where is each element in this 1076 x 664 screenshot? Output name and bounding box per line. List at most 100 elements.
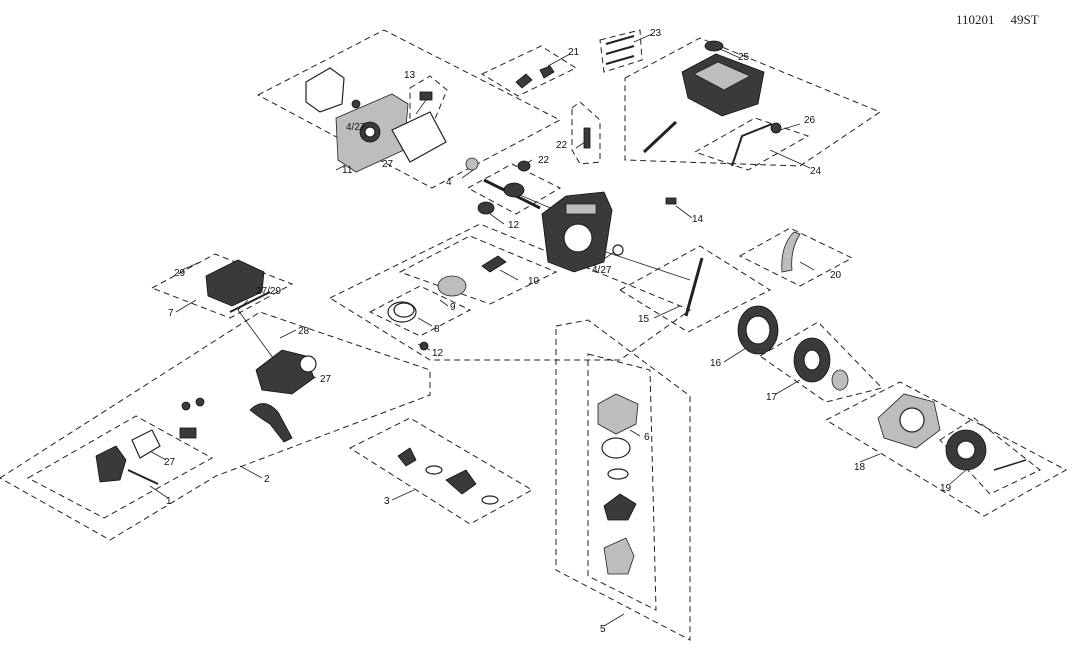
recoil-starter-part [945,429,1027,471]
callout-10: 10 [528,276,540,287]
group-1-outline [26,415,214,519]
callout-4-27-left: 4/27 [346,122,366,133]
callout-14: 14 [692,214,704,225]
piston-part [437,275,467,297]
drawing-number: 110201 [956,12,995,27]
group-24-outline [624,37,882,167]
group-18-outline [824,381,1068,517]
callout-27-29: 27/29 [256,286,281,297]
callout-24: 24 [810,166,822,177]
group-10-outline [398,235,558,305]
group-outlines [0,29,1068,641]
group-17-outline [759,321,883,403]
group-21-outline [480,45,578,97]
gasket-frame-part [305,67,345,113]
group-29-outline [150,253,294,319]
callout-12-top: 12 [508,220,520,231]
callout-20: 20 [830,270,842,281]
group-5-outline [555,319,691,641]
callout-1: 1 [166,496,172,507]
callout-16: 16 [710,358,722,369]
fuel-cap-part [704,40,724,52]
muffler-part [205,259,271,313]
bolt-part [665,197,677,205]
piston-pin-part [419,341,429,351]
dipstick-part [415,91,433,115]
callout-labels: 11 27 4/27 4 4/27 13 12 22 22 21 23 25 2… [164,28,952,635]
callout-18: 18 [854,462,866,473]
callout-6: 6 [644,432,650,443]
callout-8: 8 [434,324,440,335]
callout-7: 7 [168,308,174,319]
cylinder-head-part [255,349,317,395]
group-26-outline [693,117,810,171]
callout-15: 15 [638,314,650,325]
crankcase-cover-part [335,93,447,173]
group-13-outline [409,75,448,127]
model-number: 49ST [1010,12,1039,27]
callout-27-cover: 27 [382,159,394,170]
group-11-outline [256,29,562,189]
blower-housing-part [877,393,941,449]
carburetor-part [95,429,161,485]
group-23-outline [599,29,643,73]
group-15-outline [619,245,772,333]
callout-13: 13 [404,70,416,81]
callout-3: 3 [384,496,390,507]
air-filter-stack-part [597,393,639,575]
callout-26: 26 [804,115,816,126]
group-19-outline [939,417,1041,495]
air-filter-base-part [397,447,499,505]
group-9-outline [368,285,472,337]
callout-29: 29 [174,268,186,279]
fuel-line-part [642,120,678,154]
piston-rings-part [387,301,417,323]
group-3-outline [348,417,534,525]
leader-lines [147,33,967,627]
parts [95,35,1027,575]
bracket-part [583,127,591,149]
seal-ring-part [351,99,361,109]
shroud-part [781,231,801,273]
valve-springs-part [179,397,205,439]
flywheel-part [737,305,779,355]
callout-27-head: 27 [320,374,332,385]
callout-11: 11 [342,165,353,176]
callout-21: 21 [568,47,580,58]
connecting-rod-part [481,255,507,273]
group-22-outline [571,101,601,165]
group-2-outline [0,311,431,541]
callout-4-27-right: 4/27 [592,265,612,276]
group-main-outline [328,223,692,361]
callout-22-gear: 22 [538,155,550,166]
rocker-cover-part [249,403,293,443]
callout-12-bottom: 12 [432,348,444,359]
callout-22-bracket: 22 [556,140,568,151]
crankshaft-part [477,178,541,215]
callout-19: 19 [940,483,952,494]
governor-linkage-part [515,65,555,89]
fuel-tank-part [681,53,765,117]
gear-part [517,160,531,172]
oil-seal-part [465,157,479,171]
tank-bracket-part [731,123,773,167]
callout-9: 9 [450,302,456,313]
fuel-filter-part [770,122,782,134]
callout-4: 4 [446,177,452,188]
engine-block-part [541,191,613,273]
callout-25: 25 [738,52,750,63]
callout-5: 5 [600,624,606,635]
spring-set-part [605,35,635,65]
callout-28: 28 [298,326,310,337]
group-12-top-outline [466,163,562,215]
flange-ring-part [612,244,624,256]
callout-27-carb: 27 [164,457,176,468]
callout-2: 2 [264,474,270,485]
group-6-outline [587,353,657,611]
callout-17: 17 [766,392,778,403]
callout-23: 23 [650,28,662,39]
throttle-lever-part [684,257,704,317]
fan-part [793,337,849,391]
drawing-code: 110201 49ST [956,12,1055,28]
